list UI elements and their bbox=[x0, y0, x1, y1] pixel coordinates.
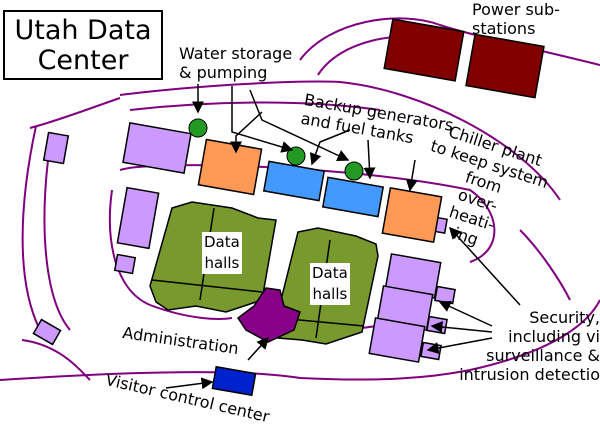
security-label: Security, including vi surveillance & in… bbox=[459, 308, 600, 384]
administration-building bbox=[236, 287, 301, 343]
power-substation-1 bbox=[383, 18, 465, 82]
security-buildings bbox=[368, 253, 456, 363]
blue-building-2 bbox=[321, 176, 385, 218]
callout-arrows bbox=[165, 84, 521, 390]
power-substations-label: Power sub- stations bbox=[472, 0, 560, 38]
purple-buildings bbox=[32, 122, 448, 346]
power-substation-2 bbox=[465, 33, 545, 99]
data-halls-label-2: Data halls bbox=[310, 263, 350, 305]
title-line-2: Center bbox=[37, 45, 129, 76]
orange-building-2 bbox=[381, 186, 443, 244]
data-halls-label-1: Data halls bbox=[202, 232, 242, 274]
title-line-1: Utah Data bbox=[14, 15, 152, 46]
map-title: Utah Data Center bbox=[3, 10, 163, 80]
orange-building-1 bbox=[197, 138, 263, 196]
visitor-control-building bbox=[211, 365, 257, 397]
water-storage-label: Water storage & pumping bbox=[179, 44, 293, 82]
blue-building-1 bbox=[262, 160, 326, 202]
water-tanks bbox=[188, 118, 364, 181]
